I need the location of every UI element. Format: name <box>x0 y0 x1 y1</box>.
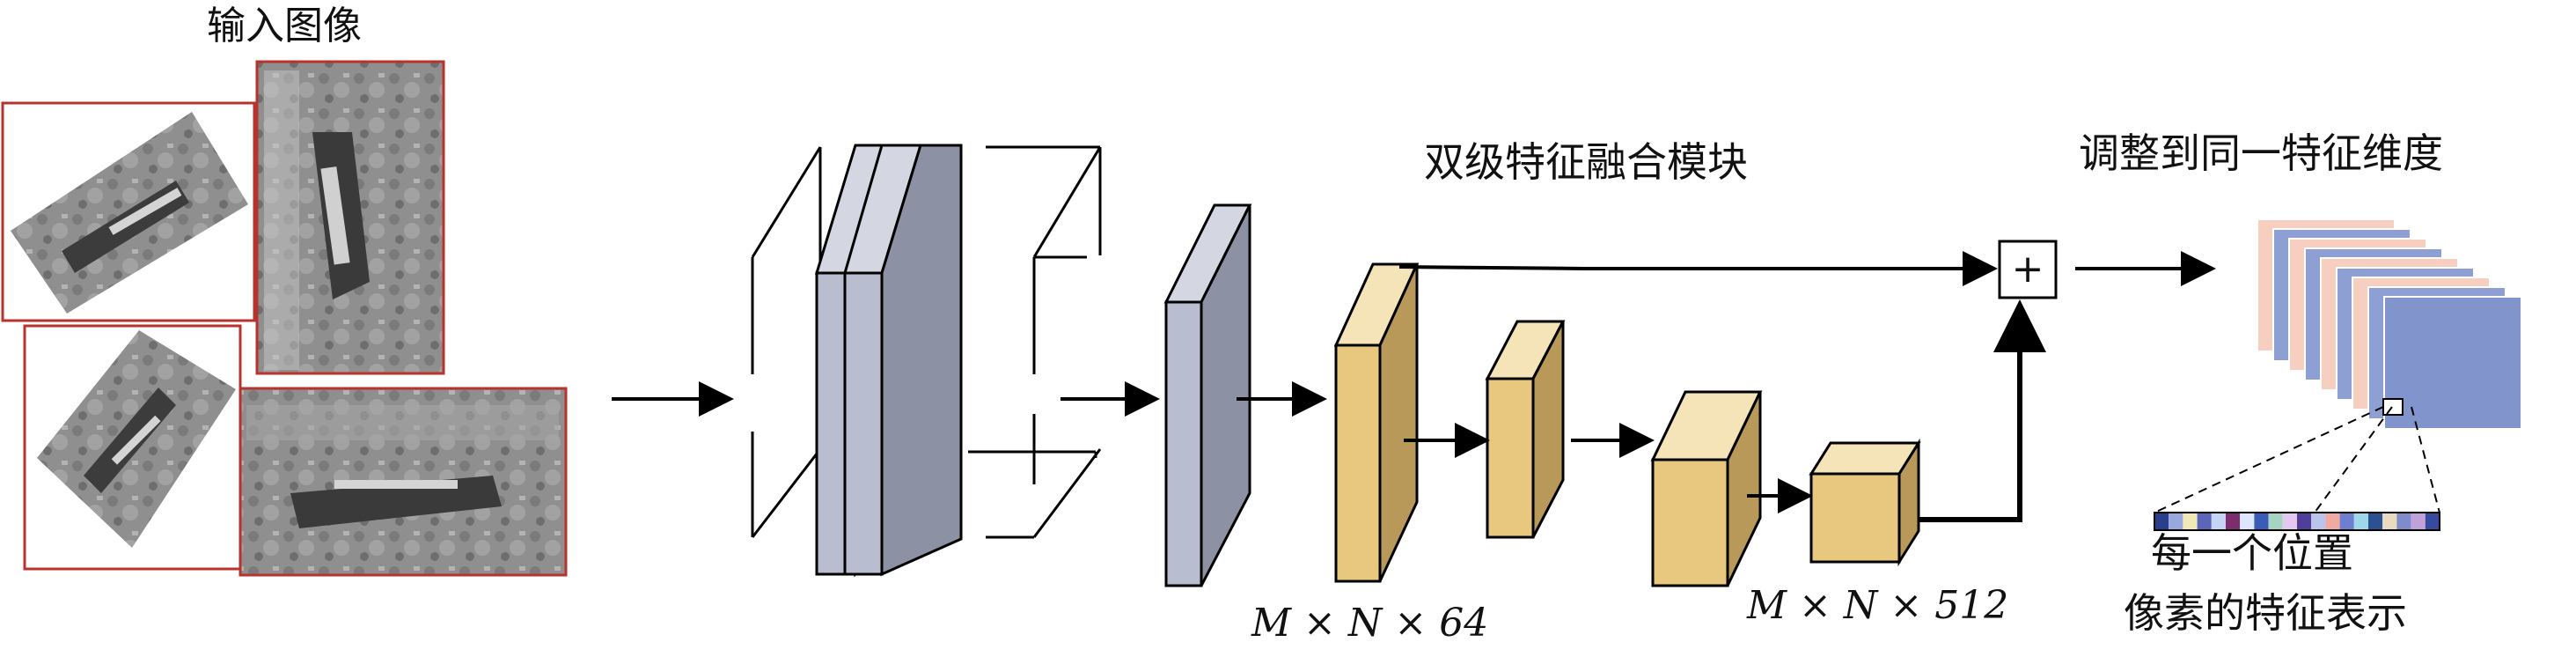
pixel-vector-cell <box>2339 513 2354 530</box>
pixel-vector-cell <box>2325 513 2340 530</box>
pixel-vector-cell <box>2268 513 2283 530</box>
fusion-cube-4 <box>1809 438 1921 567</box>
backbone-slabs <box>814 144 963 578</box>
pixel-vector-cell <box>2254 513 2269 530</box>
input-image-ship-rotated-2 <box>23 324 242 571</box>
pixel-vector-cell <box>2353 513 2368 530</box>
shape-label-512: M × N × 512 <box>1746 583 2008 628</box>
pixel-vector-cell <box>2240 513 2255 530</box>
pixel-vector-cell <box>2411 513 2426 530</box>
shape-label-64: M × N × 64 <box>1251 601 1488 646</box>
pixel-vector-cell <box>2311 513 2326 530</box>
pixel-vector-cell <box>2169 513 2183 530</box>
fusion-add-node <box>1998 240 2058 299</box>
pixel-vector-cell <box>2211 513 2226 530</box>
pixel-vector-cell <box>2425 513 2440 530</box>
fusion-cube-2 <box>1485 320 1566 539</box>
pixel-feature-vector <box>2154 512 2440 531</box>
pixel-vector-cell <box>2282 513 2297 530</box>
pixel-vector-cell <box>2297 513 2312 530</box>
pixel-vector-frame <box>2154 512 2440 531</box>
final-feature-map <box>2383 296 2522 430</box>
arrow-cube4-to-plus <box>1919 299 2046 522</box>
pixel-label-line2: 像素的特征表示 <box>2124 589 2407 637</box>
adjust-dimension-label: 调整到同一特征维度 <box>2079 129 2443 177</box>
fusion-cube-3 <box>1650 390 1763 587</box>
input-image-ship-rotated-1 <box>1 101 256 322</box>
pixel-vector-cell <box>2226 513 2241 530</box>
pixel-vector-cell <box>2396 513 2411 530</box>
plus-symbol: + <box>2012 247 2044 292</box>
pixel-vector-cell <box>2197 513 2212 530</box>
input-image-ship-horizontal <box>239 387 568 577</box>
feature-slab <box>1163 203 1252 587</box>
input-image-ship-vertical <box>255 60 445 375</box>
pixel-vector-cell <box>2382 513 2397 530</box>
dual-fusion-label: 双级特征融合模块 <box>1424 138 1748 186</box>
fusion-cube-1 <box>1333 262 1420 583</box>
pixel-vector-cell <box>2183 513 2198 530</box>
input-images-label: 输入图像 <box>207 4 362 48</box>
skip-connection-arrow <box>1398 251 1998 286</box>
pixel-vector-cell <box>2368 513 2383 530</box>
pixel-vector-cell <box>2154 513 2169 530</box>
pixel-marker <box>2382 398 2404 416</box>
backbone-network-block <box>751 145 1102 539</box>
pixel-label-line1: 每一个位置 <box>2151 529 2353 577</box>
aligned-feature-stack <box>2257 218 2522 430</box>
pixel-projection-lines <box>2154 406 2440 513</box>
